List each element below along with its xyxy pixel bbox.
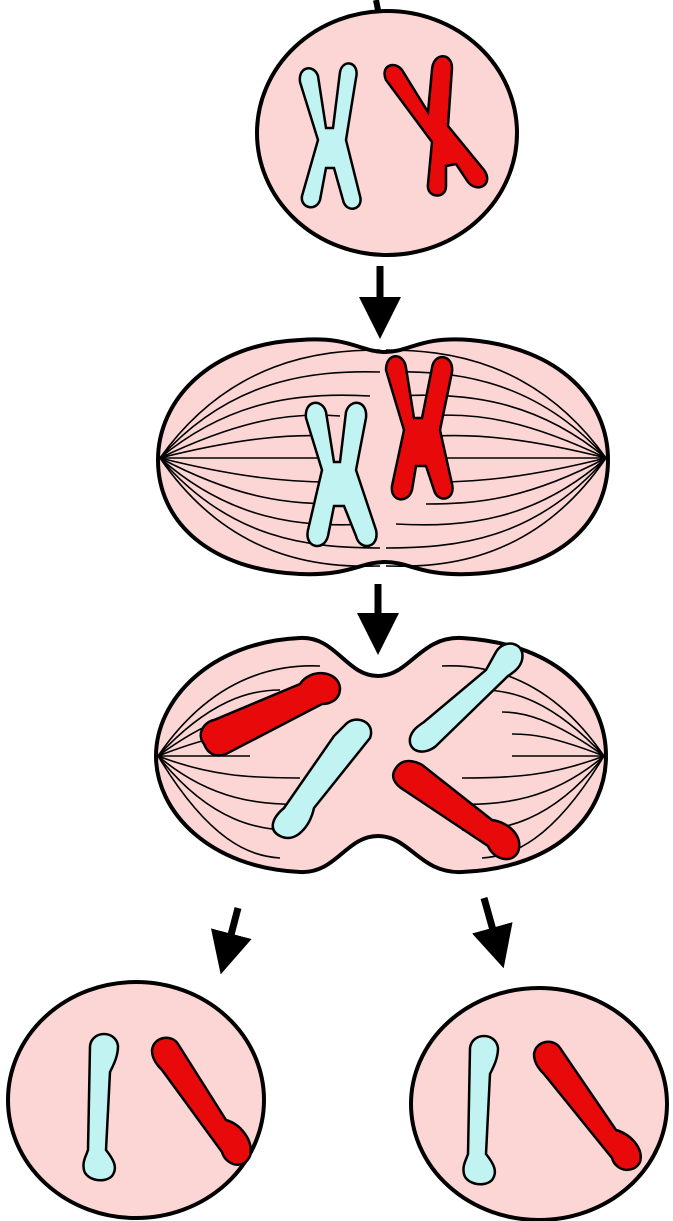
- down-right-arrow-icon: [484, 898, 498, 948]
- anaphase-cell: [156, 638, 606, 872]
- daughter-cell-right: [411, 988, 667, 1220]
- parent-cell: [257, 11, 517, 255]
- down-left-arrow-icon: [226, 908, 238, 954]
- metaphase-cell: [158, 339, 608, 574]
- top-arrow-tail: [376, 0, 378, 10]
- daughter-cell-right-membrane: [411, 988, 667, 1220]
- daughter-cell-left-membrane: [8, 982, 264, 1218]
- parent-cell-membrane: [257, 11, 517, 255]
- metaphase-cell-membrane: [158, 339, 608, 574]
- daughter-cell-left: [8, 982, 264, 1218]
